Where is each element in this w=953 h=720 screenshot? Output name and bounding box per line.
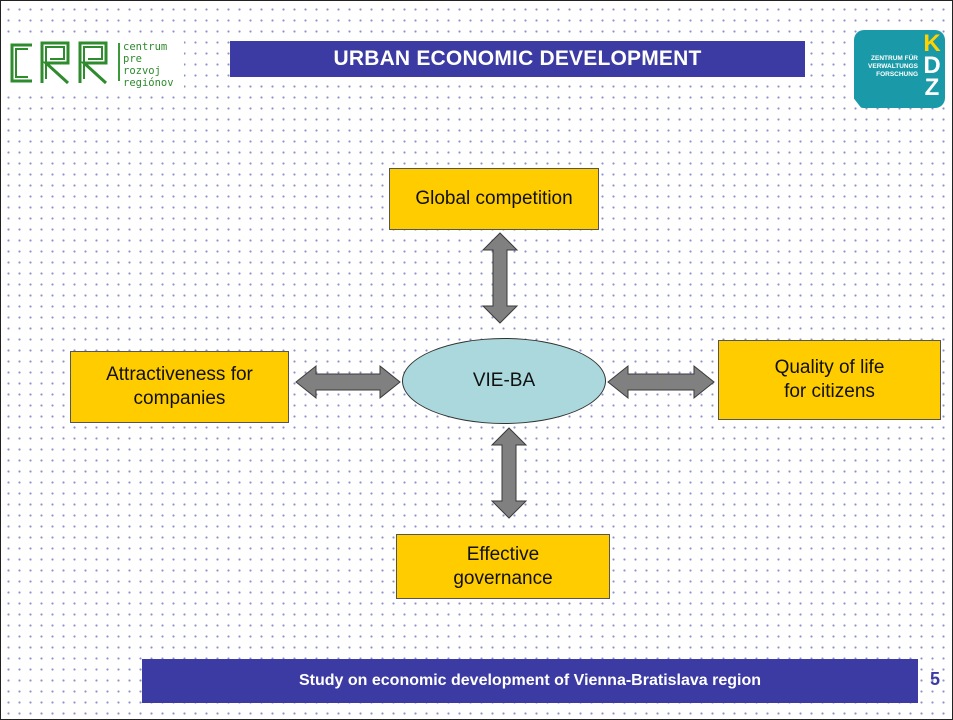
footer-bar: Study on economic development of Vienna-… bbox=[142, 659, 918, 703]
kdz-logo: ZENTRUM FÜR VERWALTUNGS FORSCHUNG K D Z bbox=[854, 30, 945, 108]
kdz-letter-d: D bbox=[923, 52, 941, 79]
slide-title: URBAN ECONOMIC DEVELOPMENT bbox=[230, 41, 805, 77]
box-governance-line-1: Effective bbox=[466, 543, 540, 565]
crr-logo-text: centrum pre rozvoj regiónov bbox=[123, 41, 184, 89]
box-quality-of-life-label: Quality of life for citizens bbox=[775, 356, 885, 404]
kdz-line-2: VERWALTUNGS bbox=[868, 63, 918, 70]
box-attractiveness-line-2: companies bbox=[133, 388, 226, 409]
center-ellipse: VIE-BA bbox=[402, 338, 606, 424]
page-number: 5 bbox=[930, 669, 941, 689]
box-attractiveness-line-1: Attractiveness for bbox=[106, 364, 253, 385]
center-ellipse-label: VIE-BA bbox=[472, 370, 536, 391]
kdz-line-3: FORSCHUNG bbox=[876, 71, 918, 78]
box-attractiveness: Attractiveness for companies bbox=[70, 351, 289, 423]
arrow-bottom bbox=[490, 427, 528, 519]
crr-line-3: regiónov bbox=[123, 77, 174, 89]
box-quality-line-1: Quality of life bbox=[774, 357, 885, 378]
box-global-competition-label: Global competition bbox=[415, 188, 573, 209]
box-effective-governance: Effective governance bbox=[396, 534, 610, 599]
kdz-line-1: ZENTRUM FÜR bbox=[871, 55, 918, 62]
crr-line-2: pre rozvoj bbox=[123, 53, 161, 77]
box-quality-of-life: Quality of life for citizens bbox=[718, 340, 941, 420]
kdz-logo-text: ZENTRUM FÜR VERWALTUNGS FORSCHUNG bbox=[862, 55, 918, 79]
box-attractiveness-label: Attractiveness for companies bbox=[106, 363, 253, 411]
arrow-top bbox=[481, 232, 519, 324]
box-governance-line-2: governance bbox=[453, 567, 553, 589]
crr-divider bbox=[118, 43, 120, 81]
kdz-letter-z: Z bbox=[924, 74, 940, 101]
box-quality-line-2: for citizens bbox=[784, 381, 875, 402]
kdz-letters: K D Z bbox=[922, 30, 942, 101]
box-global-competition: Global competition bbox=[389, 168, 599, 230]
crr-logo: centrum pre rozvoj regiónov bbox=[2, 33, 184, 91]
arrow-right bbox=[607, 364, 715, 400]
arrow-left bbox=[295, 364, 401, 400]
kdz-letter-k: K bbox=[923, 30, 941, 57]
box-effective-governance-label: Effective governance bbox=[453, 543, 552, 591]
crr-letters-graphic bbox=[10, 41, 108, 85]
crr-line-1: centrum bbox=[123, 41, 168, 53]
